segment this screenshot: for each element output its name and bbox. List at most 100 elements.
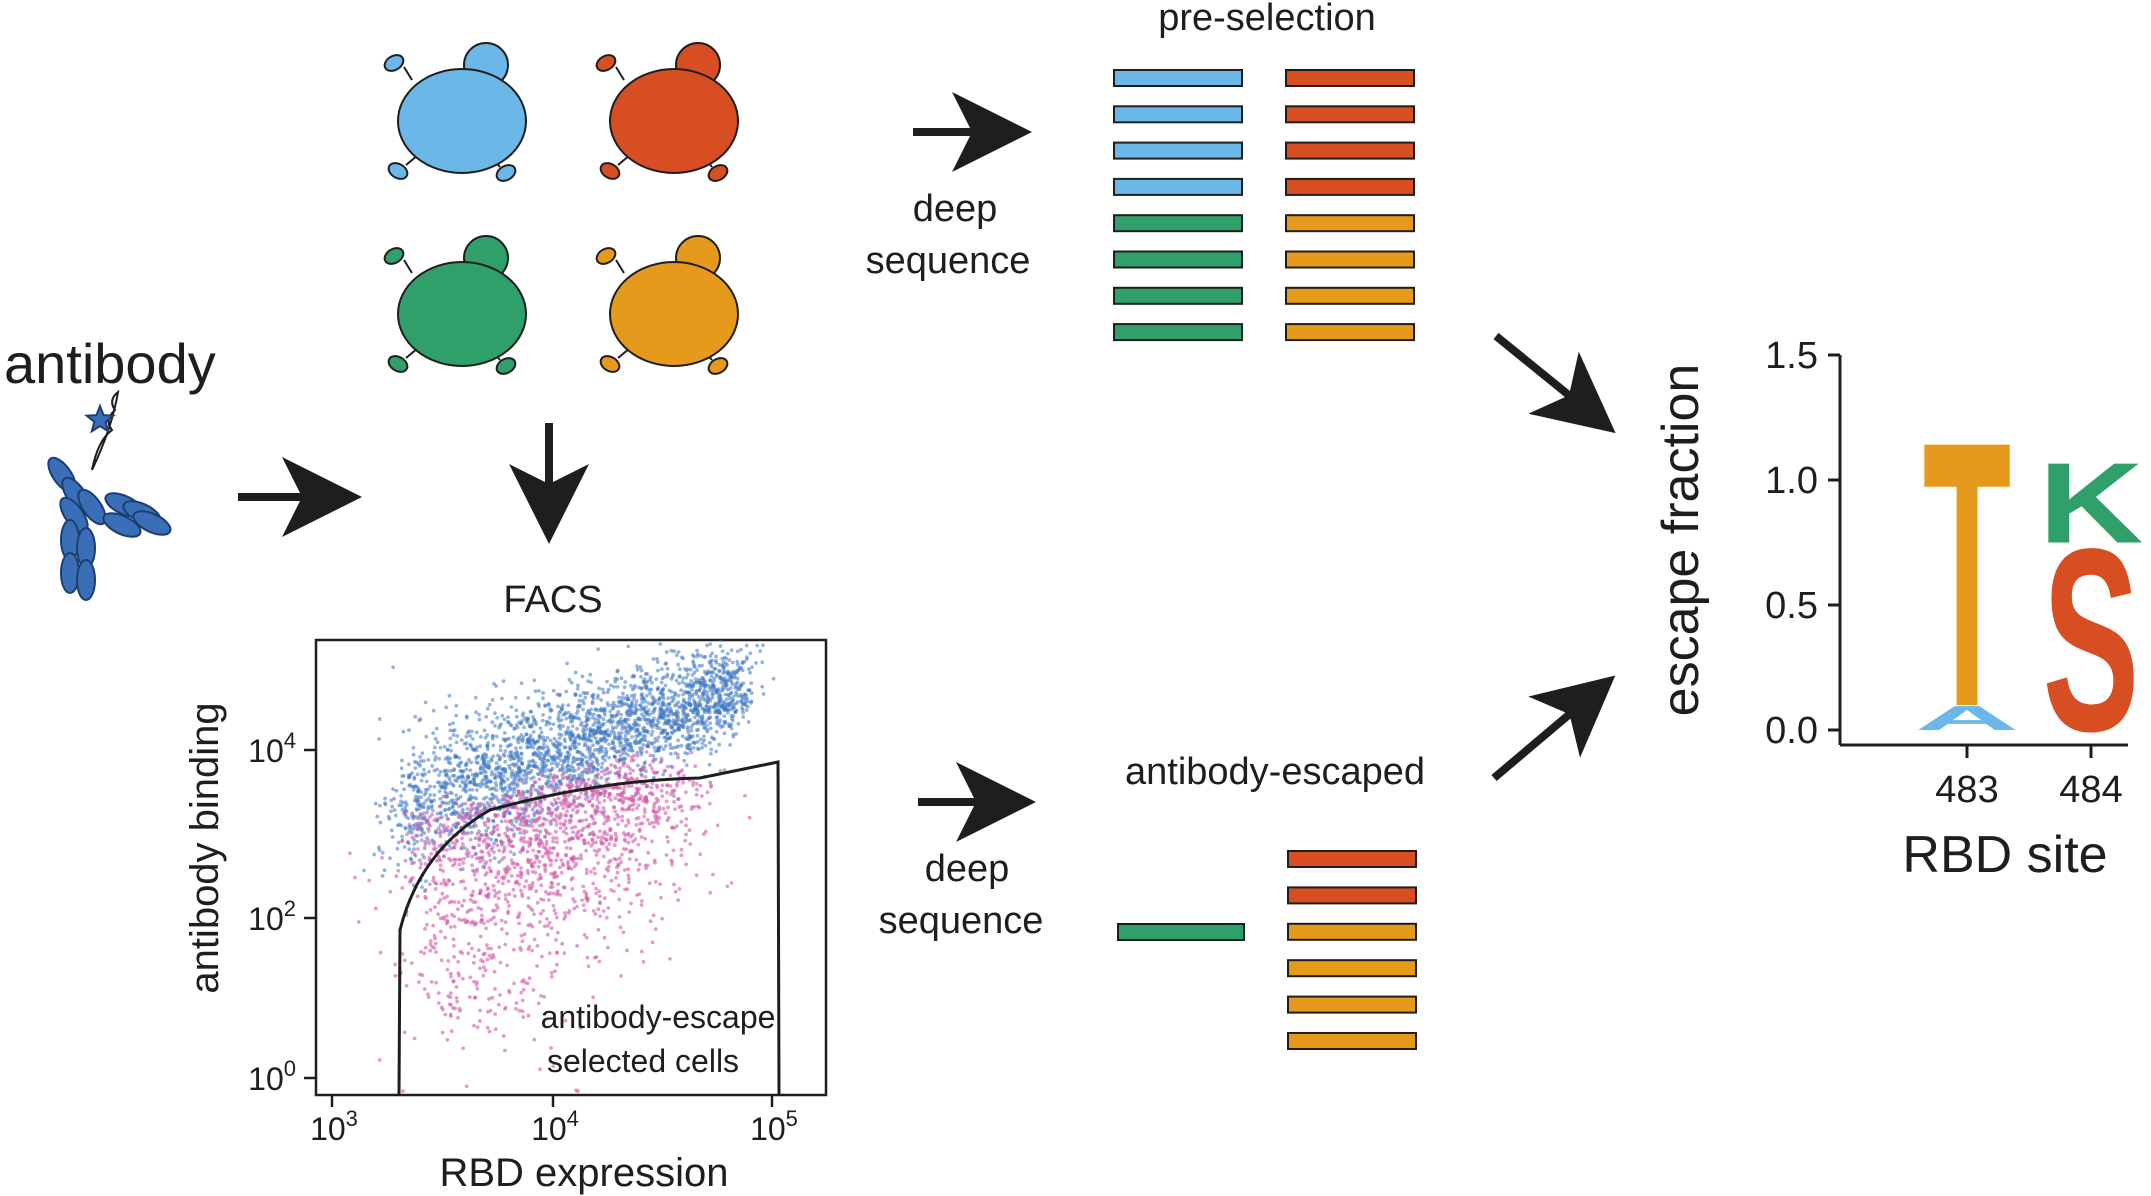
cell-point bbox=[607, 860, 611, 865]
cell-point bbox=[684, 790, 688, 795]
cell-point bbox=[719, 680, 723, 685]
cell-point bbox=[700, 663, 704, 668]
cell-point bbox=[591, 696, 596, 701]
cell-point bbox=[702, 708, 707, 713]
antibody-escaped-label: antibody-escaped bbox=[1125, 751, 1425, 793]
cell-point bbox=[707, 716, 711, 720]
cell-point bbox=[539, 883, 544, 888]
cell-point bbox=[593, 748, 597, 752]
cell-point bbox=[677, 887, 682, 891]
cell-point bbox=[426, 807, 430, 811]
cell-point bbox=[665, 731, 670, 736]
cell-point bbox=[492, 824, 497, 829]
logo-y-tick-label: 0.0 bbox=[1765, 710, 1818, 752]
cell-point bbox=[722, 699, 727, 704]
cell-point bbox=[650, 710, 655, 715]
cell-point bbox=[432, 946, 437, 950]
cell-point bbox=[609, 746, 614, 751]
cell-point bbox=[485, 733, 490, 737]
cell-point bbox=[538, 911, 543, 916]
cell-point bbox=[519, 681, 524, 686]
cell-point bbox=[429, 799, 434, 804]
cell-point bbox=[695, 711, 700, 715]
cell-point bbox=[549, 863, 553, 868]
cell-point bbox=[487, 866, 492, 870]
cell-point bbox=[527, 759, 532, 764]
cell-point bbox=[620, 806, 624, 811]
cell-point bbox=[691, 746, 696, 750]
cell-point bbox=[461, 1046, 465, 1051]
cell-point bbox=[423, 840, 428, 844]
sequencing-read-bar bbox=[1285, 105, 1415, 124]
cell-point bbox=[494, 788, 499, 793]
cell-point bbox=[718, 697, 723, 701]
cell-point bbox=[735, 670, 739, 675]
sequencing-read-bar bbox=[1287, 995, 1417, 1014]
cell-point bbox=[466, 775, 471, 779]
cell-point bbox=[672, 728, 677, 733]
cell-point bbox=[565, 729, 570, 733]
cell-point bbox=[544, 890, 548, 894]
cell-point bbox=[536, 816, 541, 821]
cell-point bbox=[732, 705, 736, 710]
cell-point bbox=[723, 719, 728, 724]
cell-point bbox=[480, 858, 485, 863]
cell-point bbox=[456, 960, 461, 964]
cell-point bbox=[470, 946, 474, 951]
cell-point bbox=[691, 783, 695, 788]
cell-point bbox=[584, 893, 589, 898]
cell-point bbox=[429, 852, 434, 856]
cell-point bbox=[434, 828, 439, 833]
cell-point bbox=[483, 968, 488, 973]
cell-point bbox=[526, 857, 530, 862]
cell-point bbox=[681, 692, 685, 697]
cell-point bbox=[680, 734, 685, 739]
cell-point bbox=[595, 747, 600, 752]
cell-point bbox=[451, 979, 456, 983]
cell-point bbox=[626, 873, 631, 878]
cell-point bbox=[530, 883, 535, 888]
cell-point bbox=[406, 840, 410, 844]
cell-point bbox=[613, 809, 618, 814]
cell-point bbox=[698, 783, 703, 788]
cell-point bbox=[556, 882, 561, 886]
cell-point bbox=[378, 820, 383, 825]
cell-point bbox=[452, 944, 456, 948]
cell-point bbox=[581, 826, 586, 831]
cell-point bbox=[566, 703, 571, 708]
cell-point bbox=[643, 717, 647, 722]
cell-point bbox=[526, 947, 531, 951]
cell-point bbox=[565, 661, 569, 666]
cell-point bbox=[501, 679, 506, 683]
cell-point bbox=[555, 742, 560, 747]
cell-point bbox=[714, 749, 718, 754]
cell-point bbox=[652, 700, 657, 705]
cell-point bbox=[509, 750, 514, 754]
logo-letter-A: A bbox=[1915, 699, 2020, 738]
cell-point bbox=[584, 871, 589, 876]
cell-point bbox=[516, 758, 521, 763]
cell-point bbox=[567, 678, 572, 682]
cell-point bbox=[519, 756, 524, 761]
cell-point bbox=[536, 833, 541, 838]
cell-point bbox=[507, 795, 511, 800]
cell-point bbox=[418, 763, 422, 768]
sequencing-read-bar bbox=[1285, 141, 1415, 160]
sequencing-read-bar bbox=[1113, 323, 1243, 342]
cell-point bbox=[581, 903, 586, 907]
cell-point bbox=[495, 715, 500, 720]
cell-point bbox=[526, 771, 531, 776]
cell-point bbox=[475, 788, 479, 792]
cell-point bbox=[432, 745, 437, 750]
cell-point bbox=[608, 733, 612, 737]
cell-point bbox=[548, 885, 553, 889]
cell-point bbox=[655, 657, 659, 661]
cell-point bbox=[690, 687, 694, 692]
cell-point bbox=[455, 734, 460, 738]
cell-point bbox=[505, 807, 510, 812]
cell-point bbox=[689, 728, 694, 733]
cell-point bbox=[677, 667, 682, 672]
cell-point bbox=[516, 755, 520, 759]
cell-point bbox=[462, 898, 466, 903]
